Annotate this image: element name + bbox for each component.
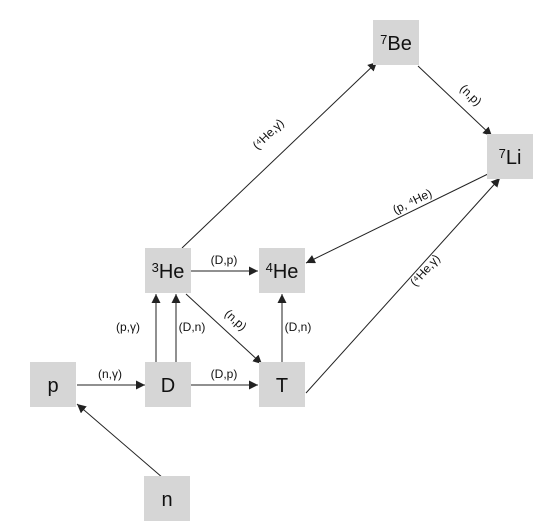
- edge-d-to-he3-pgamma: (p,γ): [116, 294, 161, 362]
- edge-label-d-to-t: (D,p): [211, 367, 238, 381]
- node-be7-symbol: Be: [387, 33, 411, 55]
- edge-he3-to-be7: (⁴He,γ): [181, 61, 378, 249]
- edge-label-t-to-li7: (⁴He,γ): [407, 252, 443, 289]
- edge-d-to-t: (D,p): [190, 367, 258, 390]
- edge-label-he3-to-t: (n,p): [222, 307, 250, 334]
- node-t: T: [259, 362, 305, 407]
- edge-label-d-to-he3-pgamma: (p,γ): [116, 320, 140, 334]
- edge-he3-to-he4: (D,p): [191, 253, 258, 276]
- edge-p-to-d: (n,γ): [77, 367, 145, 390]
- edge-label-he3-to-be7: (⁴He,γ): [250, 116, 287, 152]
- edge-label-he3-to-he4: (D,p): [211, 253, 238, 267]
- node-be7-label: 7Be: [380, 32, 412, 55]
- node-he3-label: 3He: [152, 260, 185, 283]
- node-t-label: T: [276, 375, 288, 397]
- node-li7: 7Li: [487, 134, 533, 179]
- node-be7: 7Be: [373, 20, 419, 65]
- node-n-label: n: [161, 489, 172, 511]
- edge-n-to-p: [76, 403, 164, 479]
- edge-label-be7-to-li7: (n,p): [457, 82, 484, 109]
- edge-label-li7-to-he4: (p, ⁴He): [390, 186, 434, 217]
- edge-label-t-to-he4: (D,n): [285, 320, 312, 334]
- node-he3: 3He: [145, 248, 191, 293]
- node-li7-label: 7Li: [499, 146, 522, 169]
- edge-d-to-he3-dn: (D,n): [171, 294, 206, 362]
- node-d-label: D: [161, 375, 175, 397]
- node-he4: 4He: [259, 248, 305, 293]
- node-he3-symbol: He: [159, 261, 185, 283]
- node-be7-mass-number: 7: [380, 32, 387, 47]
- edge-label-d-to-he3-dn: (D,n): [179, 320, 206, 334]
- node-he3-mass-number: 3: [152, 260, 159, 275]
- node-n: n: [144, 476, 190, 521]
- node-he4-label: 4He: [266, 260, 299, 283]
- node-li7-mass-number: 7: [499, 146, 506, 161]
- node-li7-symbol: Li: [506, 147, 522, 169]
- edge-be7-to-li7: (n,p): [417, 65, 493, 137]
- edge-t-to-he4: (D,n): [277, 294, 312, 362]
- node-d: D: [145, 362, 191, 407]
- node-he4-mass-number: 4: [266, 260, 273, 275]
- node-p: p: [30, 362, 76, 407]
- node-he4-symbol: He: [273, 261, 299, 283]
- node-p-label: p: [47, 375, 58, 397]
- edge-label-p-to-d: (n,γ): [98, 367, 122, 381]
